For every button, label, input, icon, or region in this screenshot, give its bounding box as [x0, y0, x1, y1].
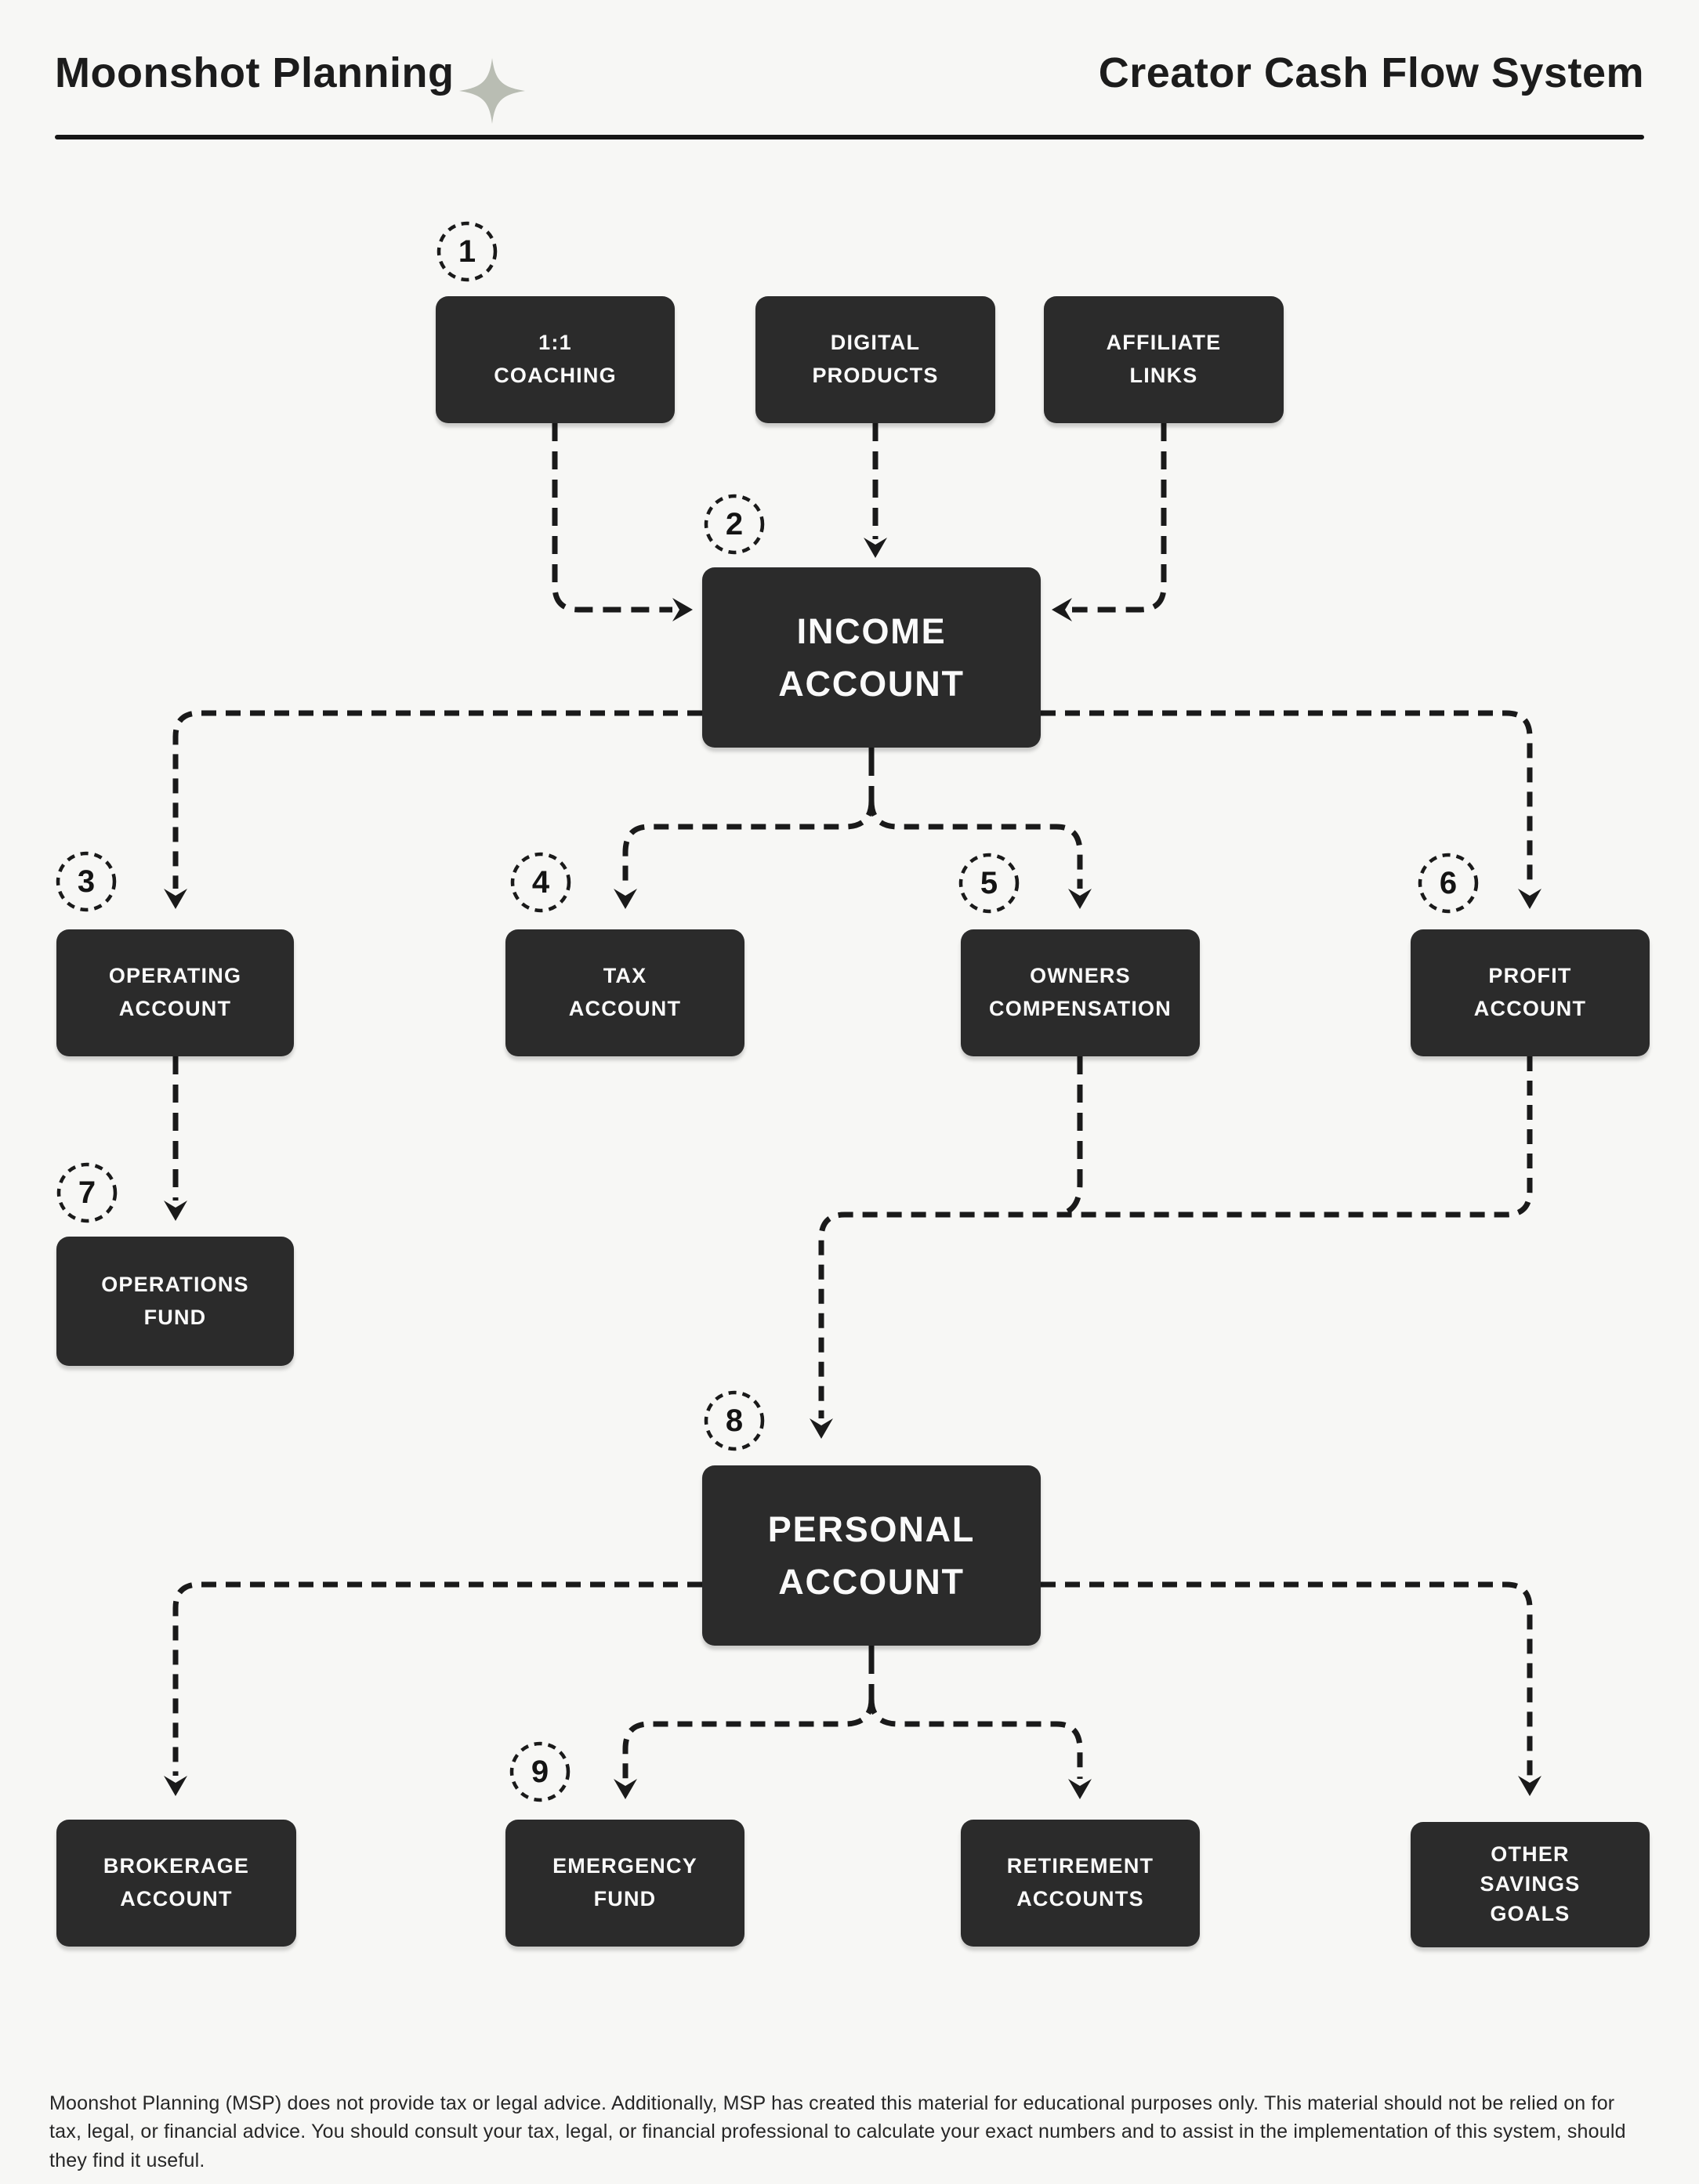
sparkle-icon: [459, 58, 525, 124]
arrowhead-into-retirement: [1068, 1779, 1092, 1799]
dashed-circle-icon: [437, 221, 498, 282]
node-brokerage-account: BROKERAGE ACCOUNT: [56, 1820, 296, 1947]
node-owners-compensation: OWNERS COMPENSATION: [961, 929, 1200, 1056]
wire-profit-to-personal: [818, 1056, 1533, 1418]
arrowhead-into-income-left: [672, 598, 693, 621]
arrowhead-into-operating: [164, 889, 187, 909]
node-personal-account: PERSONAL ACCOUNT: [702, 1465, 1041, 1646]
arrowhead-into-operations-fund: [164, 1201, 187, 1221]
arrowhead-into-brokerage: [164, 1776, 187, 1796]
dashed-circle-icon: [704, 494, 765, 555]
wire-owners-merge: [1057, 1056, 1083, 1218]
header-divider: [55, 135, 1644, 139]
dashed-circle-icon: [56, 1162, 118, 1223]
brand-title: Moonshot Planning: [55, 49, 455, 96]
wire-affiliate-to-income: [1072, 423, 1167, 613]
disclaimer-text: Moonshot Planning (MSP) does not provide…: [49, 2092, 1626, 2171]
arrowhead-into-owners: [1068, 889, 1092, 909]
step-badge-3: 3: [56, 851, 117, 912]
node-income-account: INCOME ACCOUNT: [702, 567, 1041, 748]
arrowhead-into-income-right: [1052, 598, 1072, 621]
step-badge-2: 2: [704, 494, 765, 555]
wire-personal-to-retirement: [868, 1698, 1083, 1779]
wire-personal-to-other-savings: [1041, 1581, 1533, 1776]
dashed-circle-icon: [704, 1390, 765, 1451]
arrowhead-into-tax: [614, 889, 637, 909]
node-emergency-fund: EMERGENCY FUND: [505, 1820, 744, 1947]
wire-personal-to-emergency: [622, 1698, 875, 1779]
wire-income-to-operating: [172, 710, 702, 889]
arrowhead-into-profit: [1518, 889, 1541, 909]
step-badge-1: 1: [437, 221, 498, 282]
dashed-circle-icon: [56, 851, 117, 912]
step-badge-5: 5: [958, 853, 1020, 914]
arrowhead-into-emergency: [614, 1779, 637, 1799]
node-operations-fund: OPERATIONS FUND: [56, 1237, 294, 1366]
wire-income-to-tax: [622, 800, 875, 889]
step-badge-4: 4: [510, 852, 571, 913]
arrowhead-into-personal: [810, 1418, 833, 1439]
step-badge-8: 8: [704, 1390, 765, 1451]
node-affiliate-links: AFFILIATE LINKS: [1044, 296, 1284, 423]
node-profit-account: PROFIT ACCOUNT: [1411, 929, 1650, 1056]
node-operating-account: OPERATING ACCOUNT: [56, 929, 294, 1056]
wire-coaching-to-income: [552, 423, 672, 613]
dashed-circle-icon: [958, 853, 1020, 914]
arrowhead-into-other-savings: [1518, 1776, 1541, 1796]
wire-income-to-profit: [1041, 710, 1533, 889]
dashed-circle-icon: [509, 1741, 571, 1802]
node-digital-products: DIGITAL PRODUCTS: [755, 296, 995, 423]
wire-personal-to-brokerage: [172, 1581, 702, 1776]
node-tax-account: TAX ACCOUNT: [505, 929, 744, 1056]
dashed-circle-icon: [1418, 853, 1479, 914]
page-title: Creator Cash Flow System: [1098, 49, 1644, 96]
node-other-savings-goals: OTHER SAVINGS GOALS: [1411, 1822, 1650, 1947]
node-retirement-accounts: RETIREMENT ACCOUNTS: [961, 1820, 1200, 1947]
step-badge-7: 7: [56, 1162, 118, 1223]
dashed-circle-icon: [510, 852, 571, 913]
step-badge-6: 6: [1418, 853, 1479, 914]
node-coaching: 1:1 COACHING: [436, 296, 675, 423]
wire-income-to-owners: [868, 800, 1083, 889]
step-badge-9: 9: [509, 1741, 571, 1802]
arrowhead-into-income-top: [864, 538, 887, 558]
